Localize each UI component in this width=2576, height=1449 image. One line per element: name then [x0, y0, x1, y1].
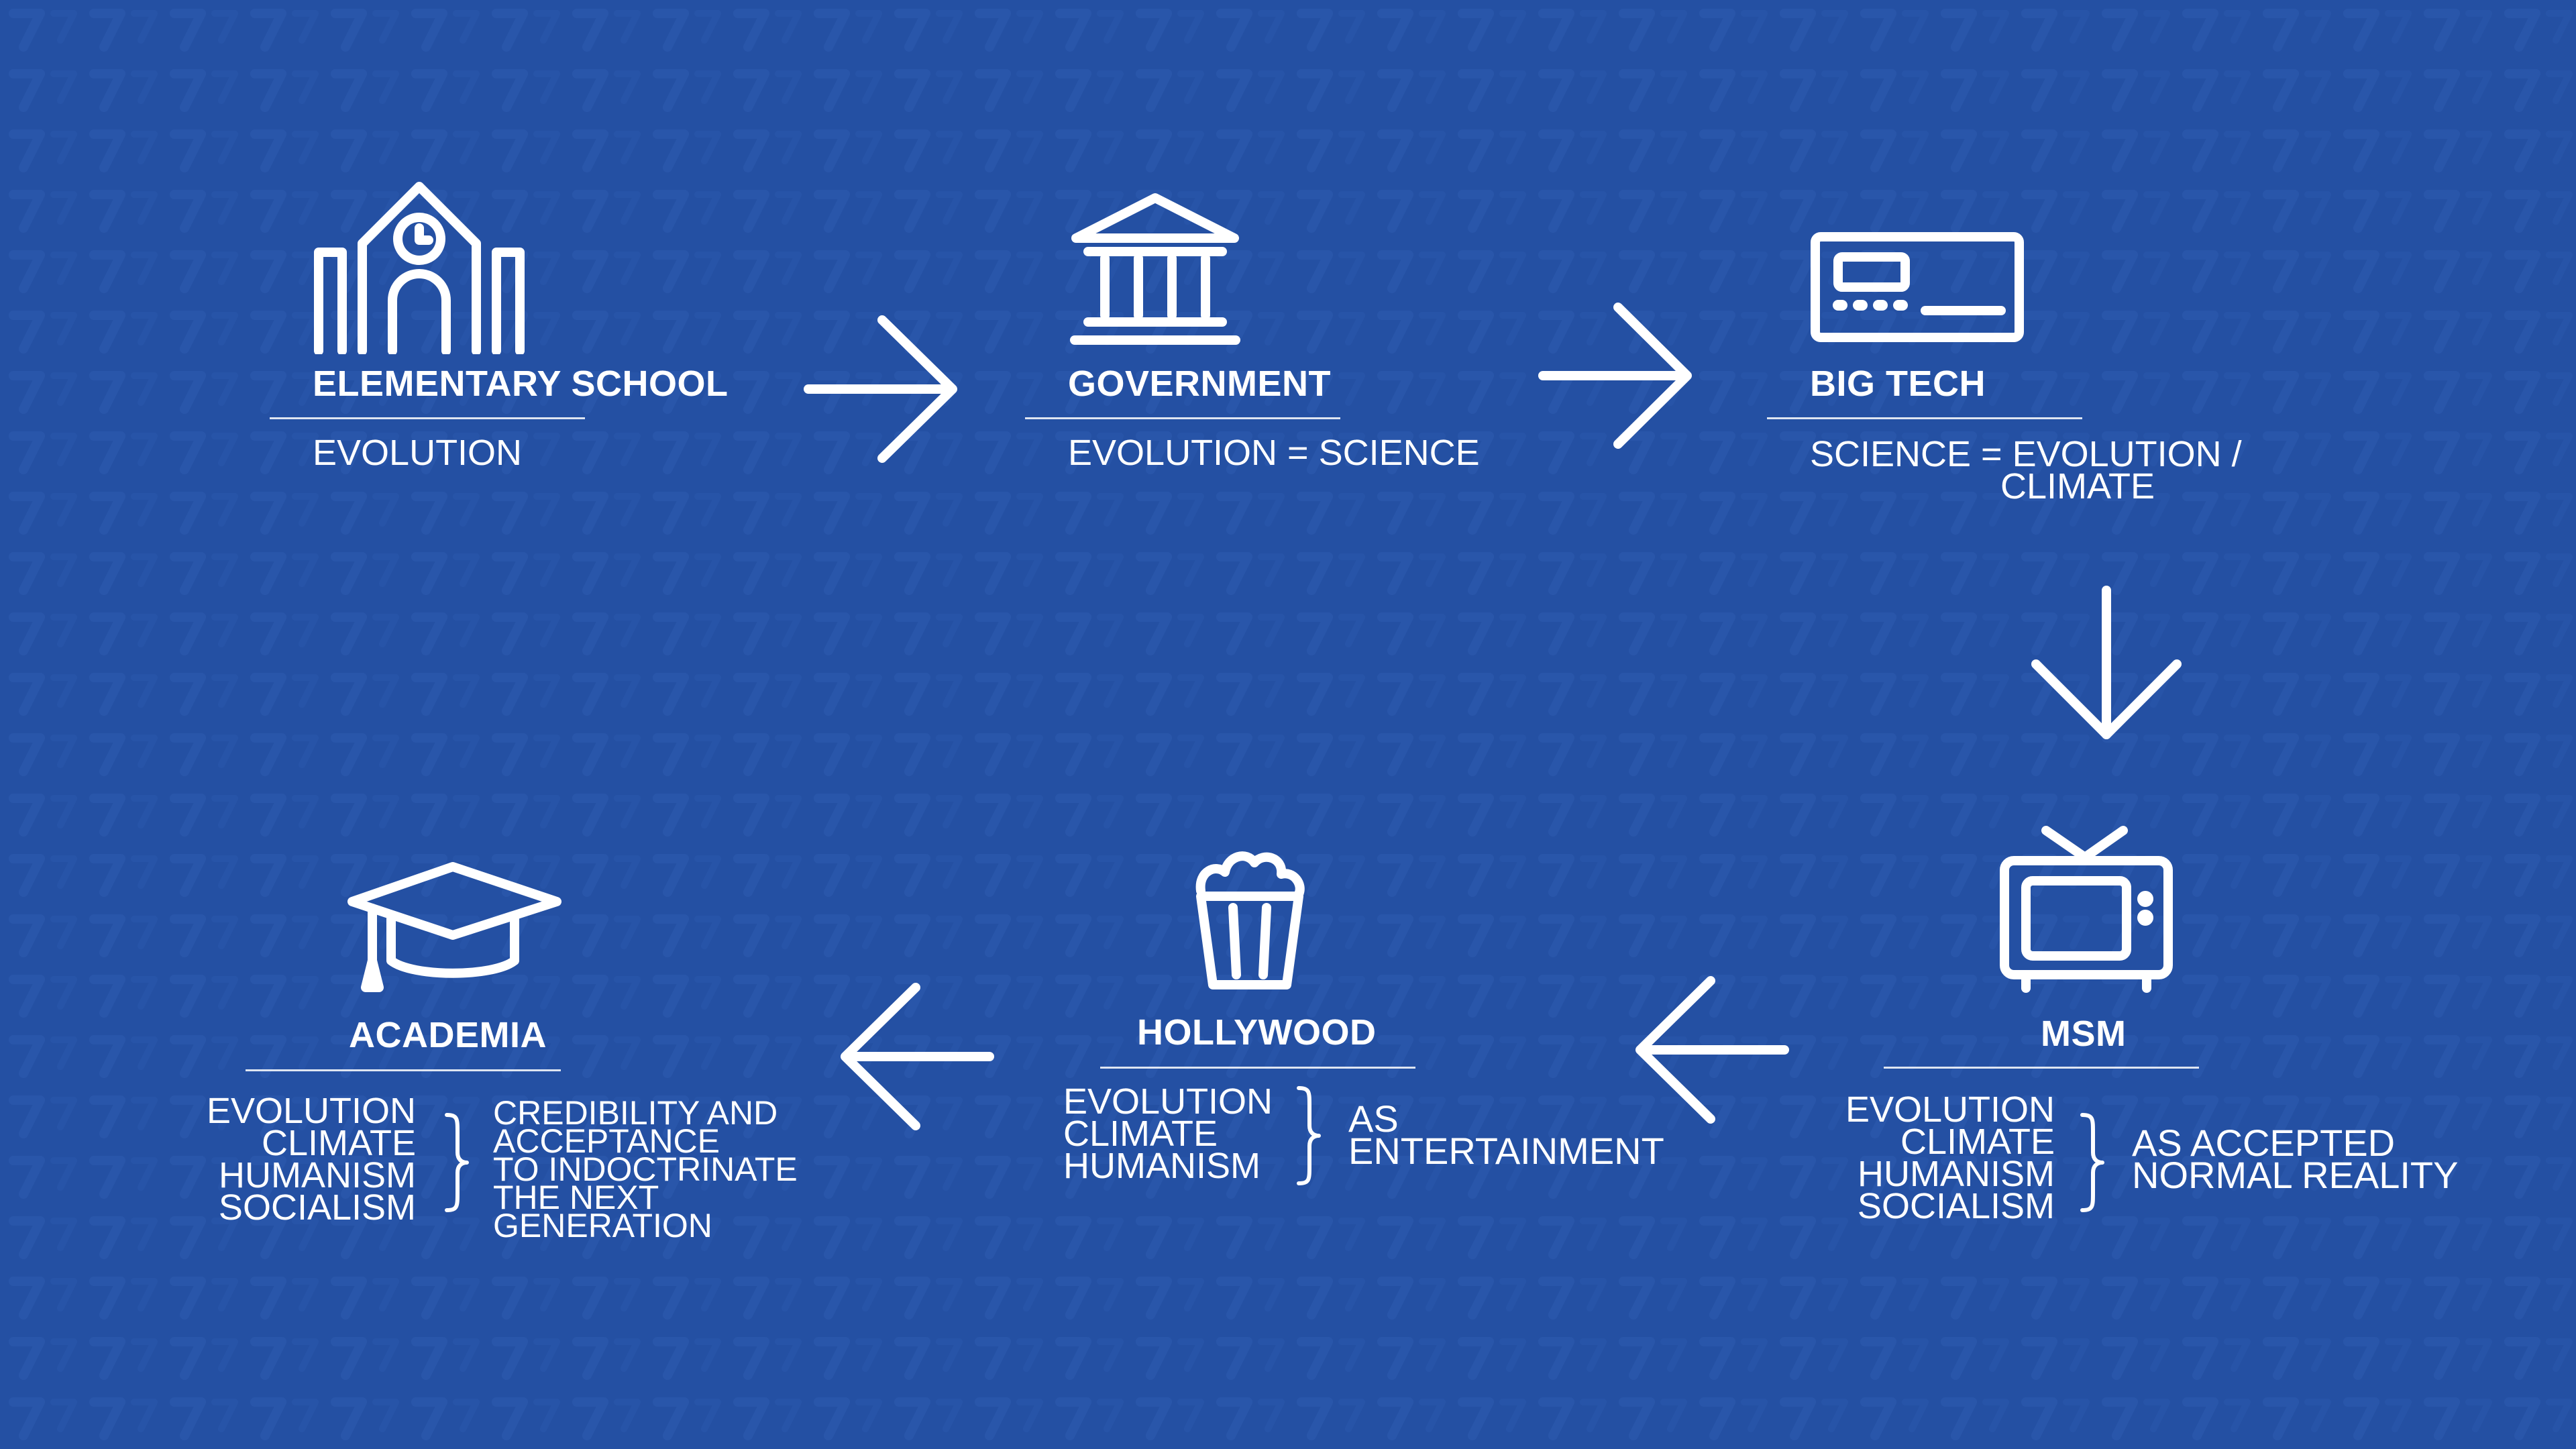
divider — [1767, 417, 2082, 419]
items-list: EVOLUTION CLIMATE HUMANISM — [1063, 1081, 1273, 1186]
node-description: EVOLUTION = SCIENCE — [1068, 433, 1480, 473]
list-item: EVOLUTION — [1063, 1081, 1273, 1122]
graduation-cap-icon — [345, 860, 564, 994]
note-line: THE NEXT — [493, 1179, 659, 1216]
note-line: CREDIBILITY AND — [493, 1094, 778, 1132]
divider — [1884, 1067, 2199, 1069]
arrow-right-icon — [804, 315, 957, 463]
list-item: HUMANISM — [1858, 1154, 2055, 1194]
list-item: SOCIALISM — [218, 1187, 416, 1228]
note-text: AS ACCEPTED NORMAL REALITY — [2132, 1122, 2459, 1196]
brace-icon — [443, 1112, 470, 1216]
node-title: HOLLYWOOD — [1137, 1012, 1377, 1053]
node-description-line2: CLIMATE — [2000, 466, 2155, 506]
note-line: NORMAL REALITY — [2132, 1154, 2459, 1196]
note-line: GENERATION — [493, 1207, 712, 1244]
list-item: SOCIALISM — [1857, 1186, 2055, 1226]
note-text: AS ENTERTAINMENT — [1348, 1097, 1664, 1172]
list-item: CLIMATE — [1063, 1114, 1218, 1154]
computer-device-icon — [1810, 231, 2025, 342]
list-item: CLIMATE — [1900, 1122, 2055, 1162]
items-list: EVOLUTION CLIMATE HUMANISM SOCIALISM — [1811, 1089, 2055, 1226]
node-description-line1: SCIENCE = EVOLUTION / — [1810, 434, 2242, 474]
list-item: EVOLUTION — [206, 1091, 416, 1131]
note-line: ENTERTAINMENT — [1348, 1130, 1664, 1172]
node-title: GOVERNMENT — [1068, 364, 1332, 404]
items-list: EVOLUTION CLIMATE HUMANISM SOCIALISM — [161, 1091, 416, 1228]
list-item: EVOLUTION — [1845, 1089, 2055, 1130]
node-title: ACADEMIA — [349, 1015, 547, 1055]
note-line: AS ACCEPTED — [2132, 1122, 2396, 1164]
popcorn-icon — [1193, 844, 1307, 991]
note-line: TO INDOCTRINATE — [493, 1150, 798, 1188]
divider — [1100, 1067, 1415, 1069]
divider — [270, 417, 585, 419]
divider — [246, 1069, 561, 1071]
list-item: CLIMATE — [261, 1123, 416, 1163]
list-item: HUMANISM — [1063, 1146, 1260, 1186]
node-title: BIG TECH — [1810, 364, 1986, 404]
list-item: HUMANISM — [219, 1155, 416, 1195]
node-title: MSM — [2041, 1014, 2127, 1054]
television-icon — [1999, 824, 2174, 998]
arrow-right-icon — [1538, 303, 1692, 449]
arrow-left-icon — [841, 983, 994, 1130]
divider — [1025, 417, 1340, 419]
note-line: ACCEPTANCE — [493, 1122, 720, 1160]
brace-icon — [2078, 1112, 2105, 1216]
school-building-icon — [312, 180, 527, 354]
arrow-left-icon — [1635, 976, 1789, 1124]
brace-icon — [1295, 1085, 1322, 1189]
node-title: ELEMENTARY SCHOOL — [313, 364, 729, 404]
government-building-icon — [1068, 191, 1242, 345]
node-description: EVOLUTION — [313, 433, 523, 473]
note-line: AS — [1348, 1097, 1399, 1140]
arrow-down-icon — [2031, 586, 2182, 739]
note-text: CREDIBILITY AND ACCEPTANCE TO INDOCTRINA… — [493, 1094, 798, 1244]
